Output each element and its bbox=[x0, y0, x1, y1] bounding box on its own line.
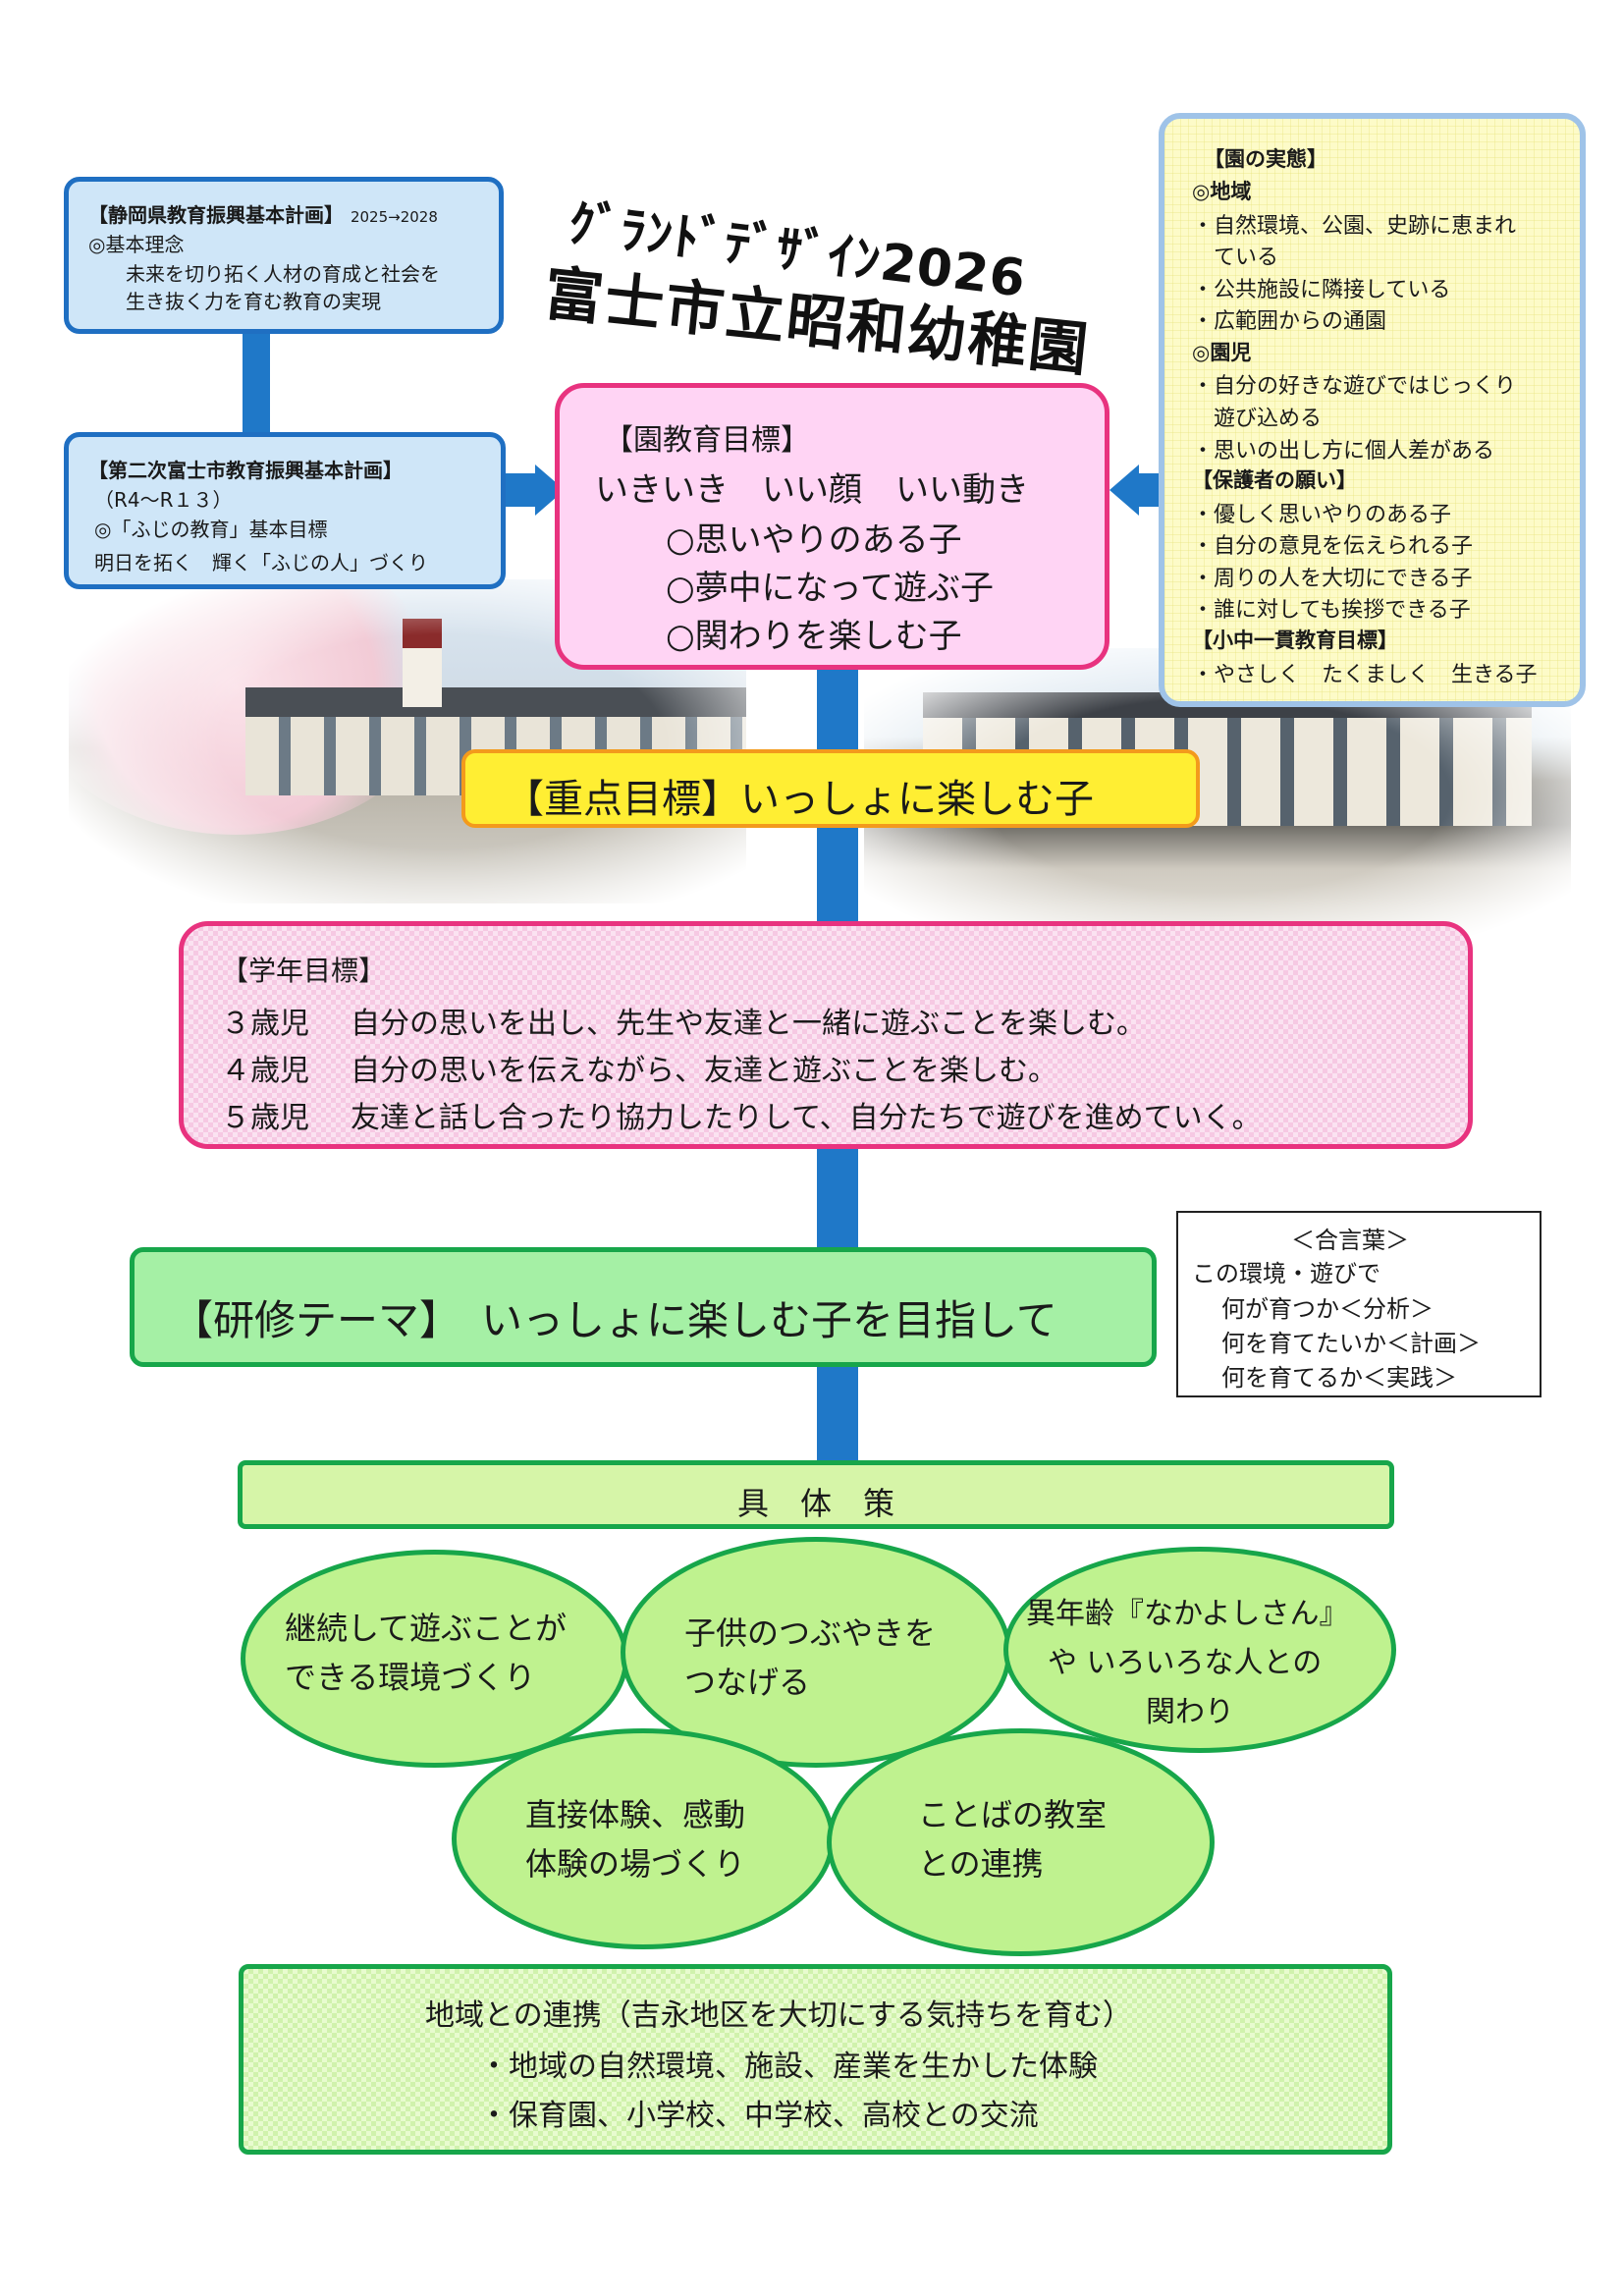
connector-city-to-goal bbox=[506, 473, 535, 507]
city-plan-period: （R4～R１３） bbox=[94, 488, 233, 512]
state-item: 遊び込める bbox=[1192, 407, 1323, 431]
watchword-line: 何を育てるか＜実践＞ bbox=[1221, 1364, 1457, 1392]
policy-line: ことばの教室 bbox=[918, 1796, 1108, 1833]
kindergarten-goal-item: ○夢中になって遊ぶ子 bbox=[666, 569, 994, 608]
policy-line: との連携 bbox=[918, 1845, 1044, 1883]
policy-heading-text: 具 体 策 bbox=[736, 1485, 894, 1522]
kindergarten-goal-item: ○関わりを楽しむ子 bbox=[666, 617, 962, 656]
state-item: ・自然環境、公園、史跡に恵まれ bbox=[1192, 214, 1517, 239]
grade-goal-text: 自分の思いを出し、先生や友達と一緒に遊ぶことを楽しむ。 bbox=[351, 1007, 1146, 1041]
kindergarten-goal-heading: 【園教育目標】 bbox=[604, 423, 810, 458]
focus-goal-box: 【重点目標】いっしょに楽しむ子 bbox=[461, 749, 1200, 828]
region-heading: 地域との連携（吉永地区を大切にする気持ちを育む） bbox=[425, 1998, 1132, 2033]
region-item: ・保育園、小学校、中学校、高校との交流 bbox=[479, 2099, 1039, 2133]
policy-heading-box: 具 体 策 bbox=[238, 1460, 1394, 1529]
arrow-left-icon bbox=[1109, 465, 1139, 516]
city-plan-goal-label: ◎「ふじの教育」基本目標 bbox=[94, 518, 328, 541]
research-theme-box: 【研修テーマ】 いっしょに楽しむ子を目指して bbox=[130, 1247, 1157, 1367]
kindergarten-goal-box: 【園教育目標】 いきいき いい顔 いい動き ○思いやりのある子 ○夢中になって遊… bbox=[555, 383, 1109, 670]
state-item: ・思いの出し方に個人差がある bbox=[1192, 439, 1495, 464]
prefecture-plan-box: 【静岡県教育振興基本計画】 2025→2028 ◎基本理念 未来を切り拓く人材の… bbox=[64, 177, 504, 334]
state-item: ている bbox=[1192, 246, 1279, 270]
policy-ellipse-mixed-age: 異年齢『なかよしさん』 や いろいろな人との 関わり bbox=[1003, 1547, 1396, 1753]
state-item: ・やさしく たくましく 生きる子 bbox=[1192, 663, 1538, 687]
policy-line: 異年齢『なかよしさん』 bbox=[1026, 1597, 1349, 1631]
city-plan-box: 【第二次富士市教育振興基本計画】 （R4～R１３） ◎「ふじの教育」基本目標 明… bbox=[64, 432, 506, 589]
policy-ellipse-language-class: ことばの教室 との連携 bbox=[827, 1728, 1215, 1956]
actual-state-box: 【園の実態】 ◎地域 ・自然環境、公園、史跡に恵まれ ている ・公共施設に隣接し… bbox=[1159, 113, 1586, 707]
state-item: ・公共施設に隣接している bbox=[1192, 278, 1451, 302]
state-section-label: 【小中一貫教育目標】 bbox=[1192, 629, 1398, 652]
watchword-heading: ＜合言葉＞ bbox=[1291, 1227, 1409, 1254]
grade-goal-age: ３歳児 bbox=[221, 1007, 309, 1041]
grade-goals-heading: 【学年目標】 bbox=[221, 955, 387, 987]
policy-ellipse-environment: 継続して遊ぶことが できる環境づくり bbox=[241, 1550, 628, 1768]
kindergarten-goal-item: ○思いやりのある子 bbox=[666, 520, 962, 560]
prefecture-plan-concept-label: ◎基本理念 bbox=[88, 233, 185, 256]
grade-goal-text: 友達と話し合ったり協力したりして、自分たちで遊びを進めていく。 bbox=[351, 1101, 1262, 1135]
focus-goal-text: 【重点目標】いっしょに楽しむ子 bbox=[505, 777, 1094, 822]
grade-goal-age: ５歳児 bbox=[221, 1101, 309, 1135]
policy-line: 直接体験、感動 bbox=[525, 1796, 746, 1833]
policy-line: や いろいろな人との bbox=[1048, 1646, 1323, 1680]
watchword-line: この環境・遊びで bbox=[1192, 1260, 1380, 1287]
state-item: ・自分の好きな遊びではじっくり bbox=[1192, 374, 1517, 399]
city-plan-line: 明日を拓く 輝く「ふじの人」づくり bbox=[94, 551, 428, 574]
grade-goal-age: ４歳児 bbox=[221, 1054, 309, 1088]
grade-goal-text: 自分の思いを伝えながら、友達と遊ぶことを楽しむ。 bbox=[351, 1054, 1057, 1088]
policy-line: 関わり bbox=[1146, 1695, 1234, 1729]
policy-line: 体験の場づくり bbox=[525, 1845, 746, 1883]
policy-line: つなげる bbox=[684, 1664, 811, 1701]
state-item: ・周りの人を大切にできる子 bbox=[1192, 567, 1473, 591]
watchword-line: 何が育つか＜分析＞ bbox=[1221, 1295, 1434, 1323]
state-item: ・優しく思いやりのある子 bbox=[1192, 503, 1452, 527]
connector-left-vertical bbox=[243, 329, 270, 439]
kindergarten-goal-motto: いきいき いい顔 いい動き bbox=[595, 470, 1029, 510]
policy-ellipse-experience: 直接体験、感動 体験の場づくり bbox=[452, 1728, 835, 1949]
state-section-label: 【保護者の願い】 bbox=[1192, 468, 1357, 492]
building-roof bbox=[245, 687, 746, 717]
clock-tower bbox=[403, 619, 442, 707]
prefecture-plan-heading: 【静岡県教育振興基本計画】 bbox=[88, 203, 344, 227]
city-plan-heading: 【第二次富士市教育振興基本計画】 bbox=[88, 459, 403, 482]
region-item: ・地域の自然環境、施設、産業を生かした体験 bbox=[479, 2050, 1098, 2084]
policy-ellipse-murmurs: 子供のつぶやきを つなげる bbox=[621, 1537, 1011, 1768]
region-cooperation-box: 地域との連携（吉永地区を大切にする気持ちを育む） ・地域の自然環境、施設、産業を… bbox=[239, 1964, 1392, 2155]
policy-line: 継続して遊ぶことが bbox=[285, 1610, 568, 1647]
watchword-box: ＜合言葉＞ この環境・遊びで 何が育つか＜分析＞ 何を育てたいか＜計画＞ 何を育… bbox=[1176, 1211, 1542, 1397]
state-item: ・誰に対しても挨拶できる子 bbox=[1192, 598, 1471, 623]
state-section-label: ◎地域 bbox=[1192, 180, 1252, 203]
state-section-label: ◎園児 bbox=[1192, 341, 1252, 364]
policy-line: できる環境づくり bbox=[285, 1659, 536, 1696]
research-theme-text: 【研修テーマ】 いっしょに楽しむ子を目指して bbox=[172, 1296, 1057, 1344]
policy-line: 子供のつぶやきを bbox=[684, 1614, 937, 1652]
prefecture-plan-line: 生き抜く力を育む教育の実現 bbox=[126, 290, 381, 313]
watchword-line: 何を育てたいか＜計画＞ bbox=[1221, 1330, 1481, 1357]
prefecture-plan-period: 2025→2028 bbox=[350, 208, 438, 226]
actual-state-heading: 【園の実態】 bbox=[1204, 147, 1327, 171]
grade-goals-box: 【学年目標】 ３歳児 自分の思いを出し、先生や友達と一緒に遊ぶことを楽しむ。 ４… bbox=[179, 921, 1473, 1149]
prefecture-plan-line: 未来を切り拓く人材の育成と社会を bbox=[126, 262, 440, 286]
state-item: ・広範囲からの通園 bbox=[1192, 309, 1387, 334]
state-item: ・自分の意見を伝えられる子 bbox=[1192, 534, 1474, 559]
